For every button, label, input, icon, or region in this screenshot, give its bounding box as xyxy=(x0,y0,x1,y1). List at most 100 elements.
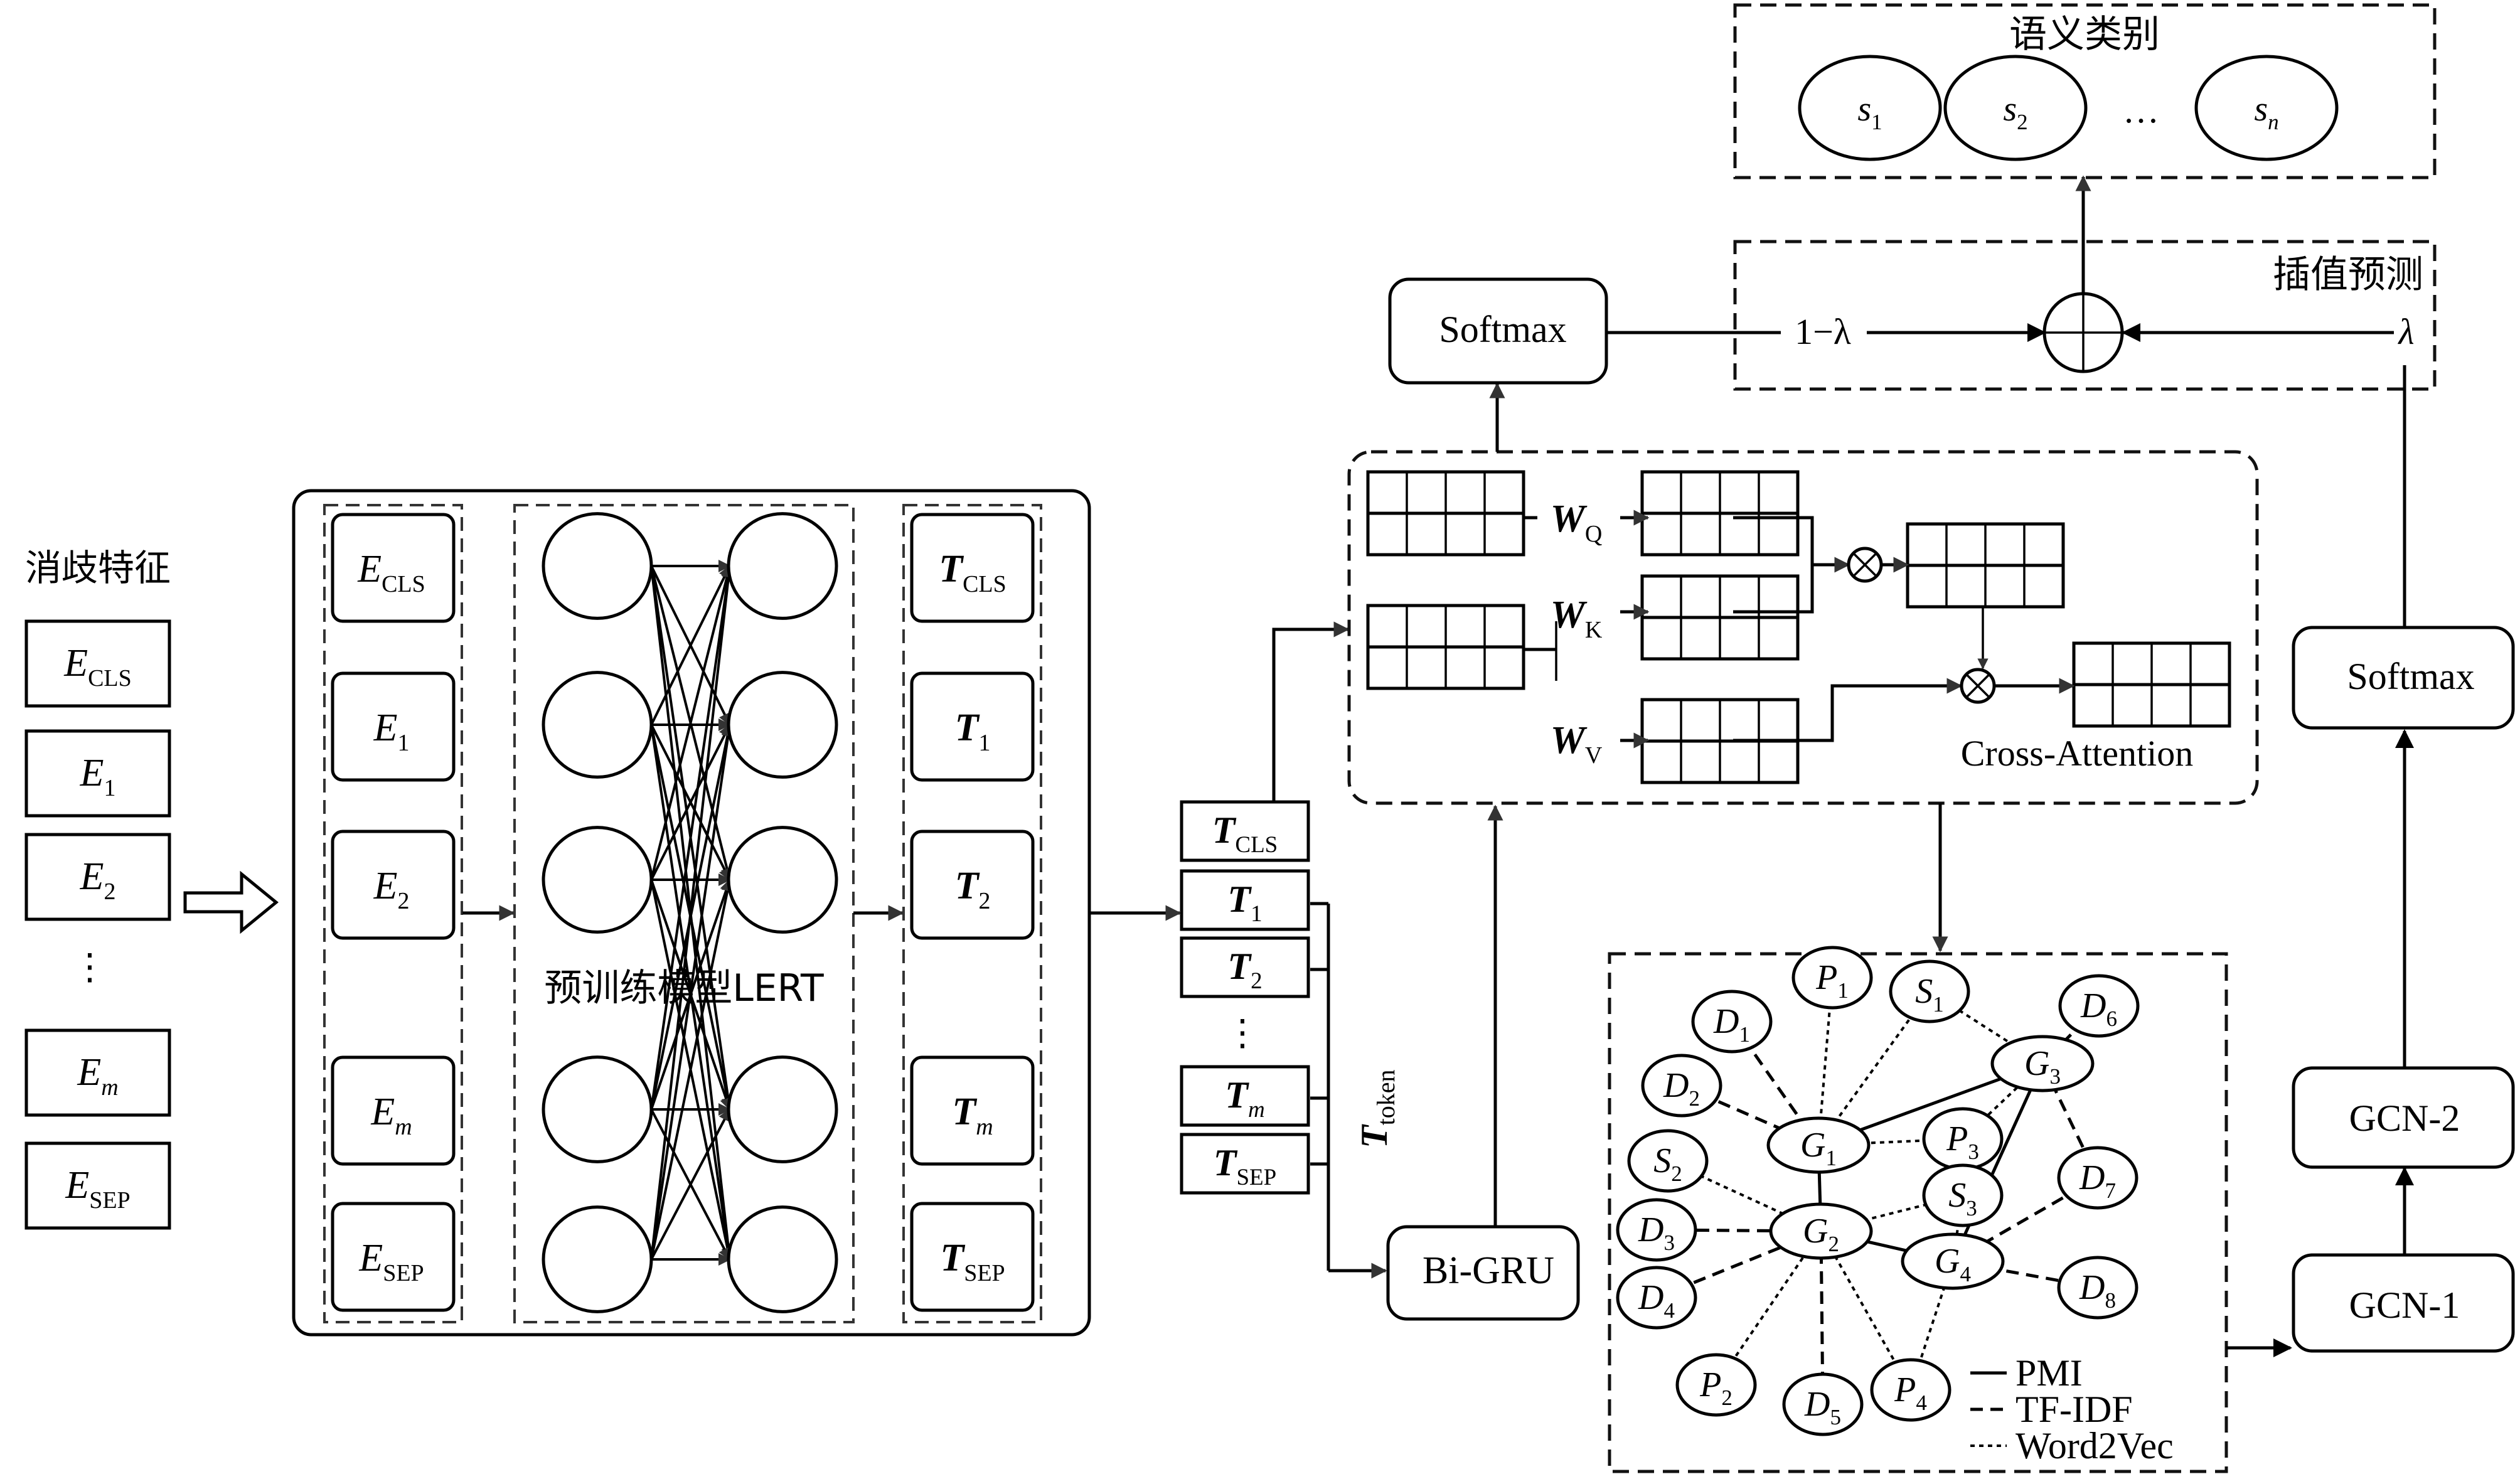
weight-w-v: WV xyxy=(1551,719,1603,769)
lert-input-label: E2 xyxy=(373,865,410,914)
graph-node-label: P4 xyxy=(1894,1370,1927,1415)
token-label: TSEP xyxy=(1214,1142,1276,1190)
graph-node-label: D2 xyxy=(1663,1066,1700,1111)
label-base: S xyxy=(1653,1141,1671,1180)
graph-edge-g4-g3 xyxy=(1951,1062,2044,1263)
weight-w-k: WK xyxy=(1551,594,1603,643)
label-sub: 2 xyxy=(1721,1386,1732,1410)
lert-output-box xyxy=(910,1055,1035,1166)
graph-node-d1: D1 xyxy=(1691,990,1773,1054)
lert-input-box xyxy=(331,513,456,623)
label-sub: 4 xyxy=(1663,1298,1675,1323)
graph-node-g1: G1 xyxy=(1766,1116,1871,1174)
lert-connections xyxy=(650,560,735,1266)
label-sub: SEP xyxy=(89,1187,130,1214)
graph-node-label: P3 xyxy=(1946,1119,1979,1164)
lert-output-box xyxy=(910,830,1035,940)
lert-output-t-2: T2 xyxy=(910,830,1035,940)
feature-box xyxy=(24,1141,171,1230)
label-sub: 1 xyxy=(1871,110,1882,134)
gcn-column: GCN-1 GCN-2 Softmax xyxy=(2292,626,2515,1353)
label-sub: 2 xyxy=(2017,110,2028,134)
lert-input-box xyxy=(331,1055,456,1166)
label-base: E xyxy=(63,642,88,685)
lert-input-box xyxy=(331,1202,456,1312)
label-sub: CLS xyxy=(382,571,425,597)
lert-connection xyxy=(650,565,734,880)
label-base: E xyxy=(358,1237,383,1279)
key-matrix xyxy=(1640,574,1800,661)
label-base: E xyxy=(373,707,398,749)
label-base: D xyxy=(2080,986,2106,1025)
graph-node-d3: D3 xyxy=(1616,1198,1697,1262)
lert-output-box xyxy=(910,1202,1035,1312)
lert-input-e-cls: ECLS xyxy=(331,513,456,623)
lert-output-neuron xyxy=(727,826,838,934)
label-base: T xyxy=(952,1091,977,1133)
graph-node-shape xyxy=(1691,990,1773,1054)
graph-node-shape xyxy=(1616,1266,1697,1330)
feature-ellipsis: ⋮ xyxy=(72,946,108,987)
label-base: T xyxy=(1214,1142,1238,1183)
label-sub: SEP xyxy=(1236,1165,1276,1190)
graph-node-label: P1 xyxy=(1815,958,1849,1003)
lert-output-t-cls: TCLS xyxy=(910,513,1035,623)
lert-input-neuron xyxy=(542,671,653,779)
label-sub: m xyxy=(976,1114,993,1140)
categories-ellipsis: … xyxy=(2123,90,2159,131)
label-sub: Q xyxy=(1585,521,1602,547)
token-label: Ttoken xyxy=(1353,1069,1400,1148)
category-label: s2 xyxy=(2003,90,2027,134)
lert-output-box xyxy=(910,513,1035,623)
token-label: Tm xyxy=(1225,1074,1264,1123)
lert-output-neuron xyxy=(727,512,838,620)
label-base: s xyxy=(1857,90,1871,129)
lert-output-label: Tm xyxy=(952,1091,993,1140)
semantic-categories-frame xyxy=(1733,3,2437,179)
semantic-categories-title: 语义类别 xyxy=(2009,13,2160,56)
softmax-left-label: Softmax xyxy=(1439,309,1566,350)
label-sub: m xyxy=(101,1074,118,1101)
label-base: E xyxy=(370,1091,395,1133)
feature-label: ESEP xyxy=(65,1164,130,1214)
left-weight-label: 1−λ xyxy=(1795,311,1851,352)
graph-node-d5: D5 xyxy=(1782,1372,1864,1436)
label-base: T xyxy=(1225,1074,1249,1116)
gcn1-label: GCN-1 xyxy=(2349,1284,2460,1326)
lert-output-neuron xyxy=(727,1205,838,1313)
label-sub: V xyxy=(1585,742,1603,769)
cross-attention-frame xyxy=(1347,450,2259,805)
graph-node-d8: D8 xyxy=(2057,1256,2138,1320)
category-node xyxy=(2194,55,2339,161)
label-base: P xyxy=(1699,1365,1721,1404)
graph-node-label: P2 xyxy=(1699,1365,1732,1410)
token-label: T1 xyxy=(1227,878,1262,927)
label-base: D xyxy=(2079,1158,2105,1197)
label-sub: 3 xyxy=(1966,1196,1977,1220)
label-sub: 2 xyxy=(1828,1232,1839,1256)
feature-e-1: E1 xyxy=(24,729,171,818)
label-sub: CLS xyxy=(88,665,132,691)
graph-node-p1: P1 xyxy=(1791,946,1873,1010)
softmax-right-box xyxy=(2292,626,2515,730)
graph-node-p3: P3 xyxy=(1922,1107,2004,1171)
label-base: T xyxy=(1227,946,1252,987)
lert-input-label: Em xyxy=(370,1091,412,1140)
category-label: sn xyxy=(2254,90,2278,134)
graph-node-shape xyxy=(1675,1353,1757,1417)
graph-node-s1: S1 xyxy=(1889,959,1970,1023)
token-t-1: T1 xyxy=(1180,869,1310,931)
graph-node-p4: P4 xyxy=(1870,1358,1951,1422)
label-base: G xyxy=(1935,1242,1960,1281)
legend-label: TF-IDF xyxy=(2015,1389,2133,1430)
lert-output-label: TSEP xyxy=(940,1237,1005,1286)
graph-node-shape xyxy=(1627,1129,1709,1193)
label-base: W xyxy=(1551,594,1588,636)
label-base: W xyxy=(1551,719,1588,762)
feature-e-sep: ESEP xyxy=(24,1141,171,1230)
softmax-right-label: Softmax xyxy=(2347,656,2474,697)
label-base: W xyxy=(1551,498,1588,540)
token-t-cls: TCLS xyxy=(1180,800,1310,862)
label-sub: n xyxy=(2268,110,2279,134)
